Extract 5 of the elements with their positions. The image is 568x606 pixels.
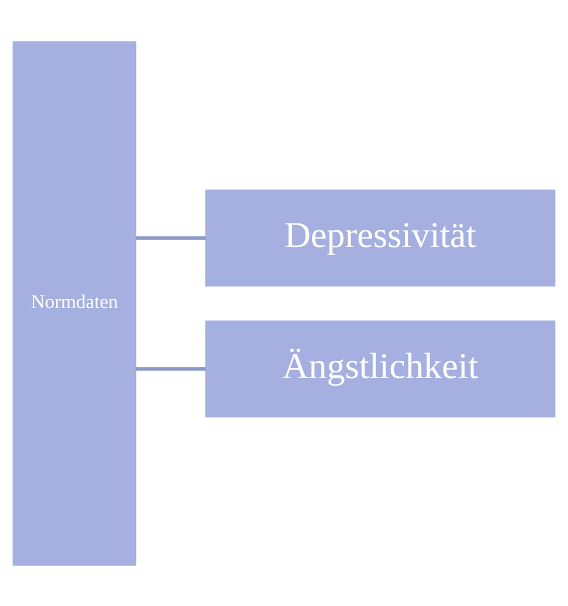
node-box: Normdaten	[12, 40, 136, 566]
connector	[136, 366, 206, 370]
node-box: Depressivität	[205, 189, 556, 286]
connector	[136, 236, 206, 240]
node-box: Ängstlichkeit	[205, 320, 556, 417]
